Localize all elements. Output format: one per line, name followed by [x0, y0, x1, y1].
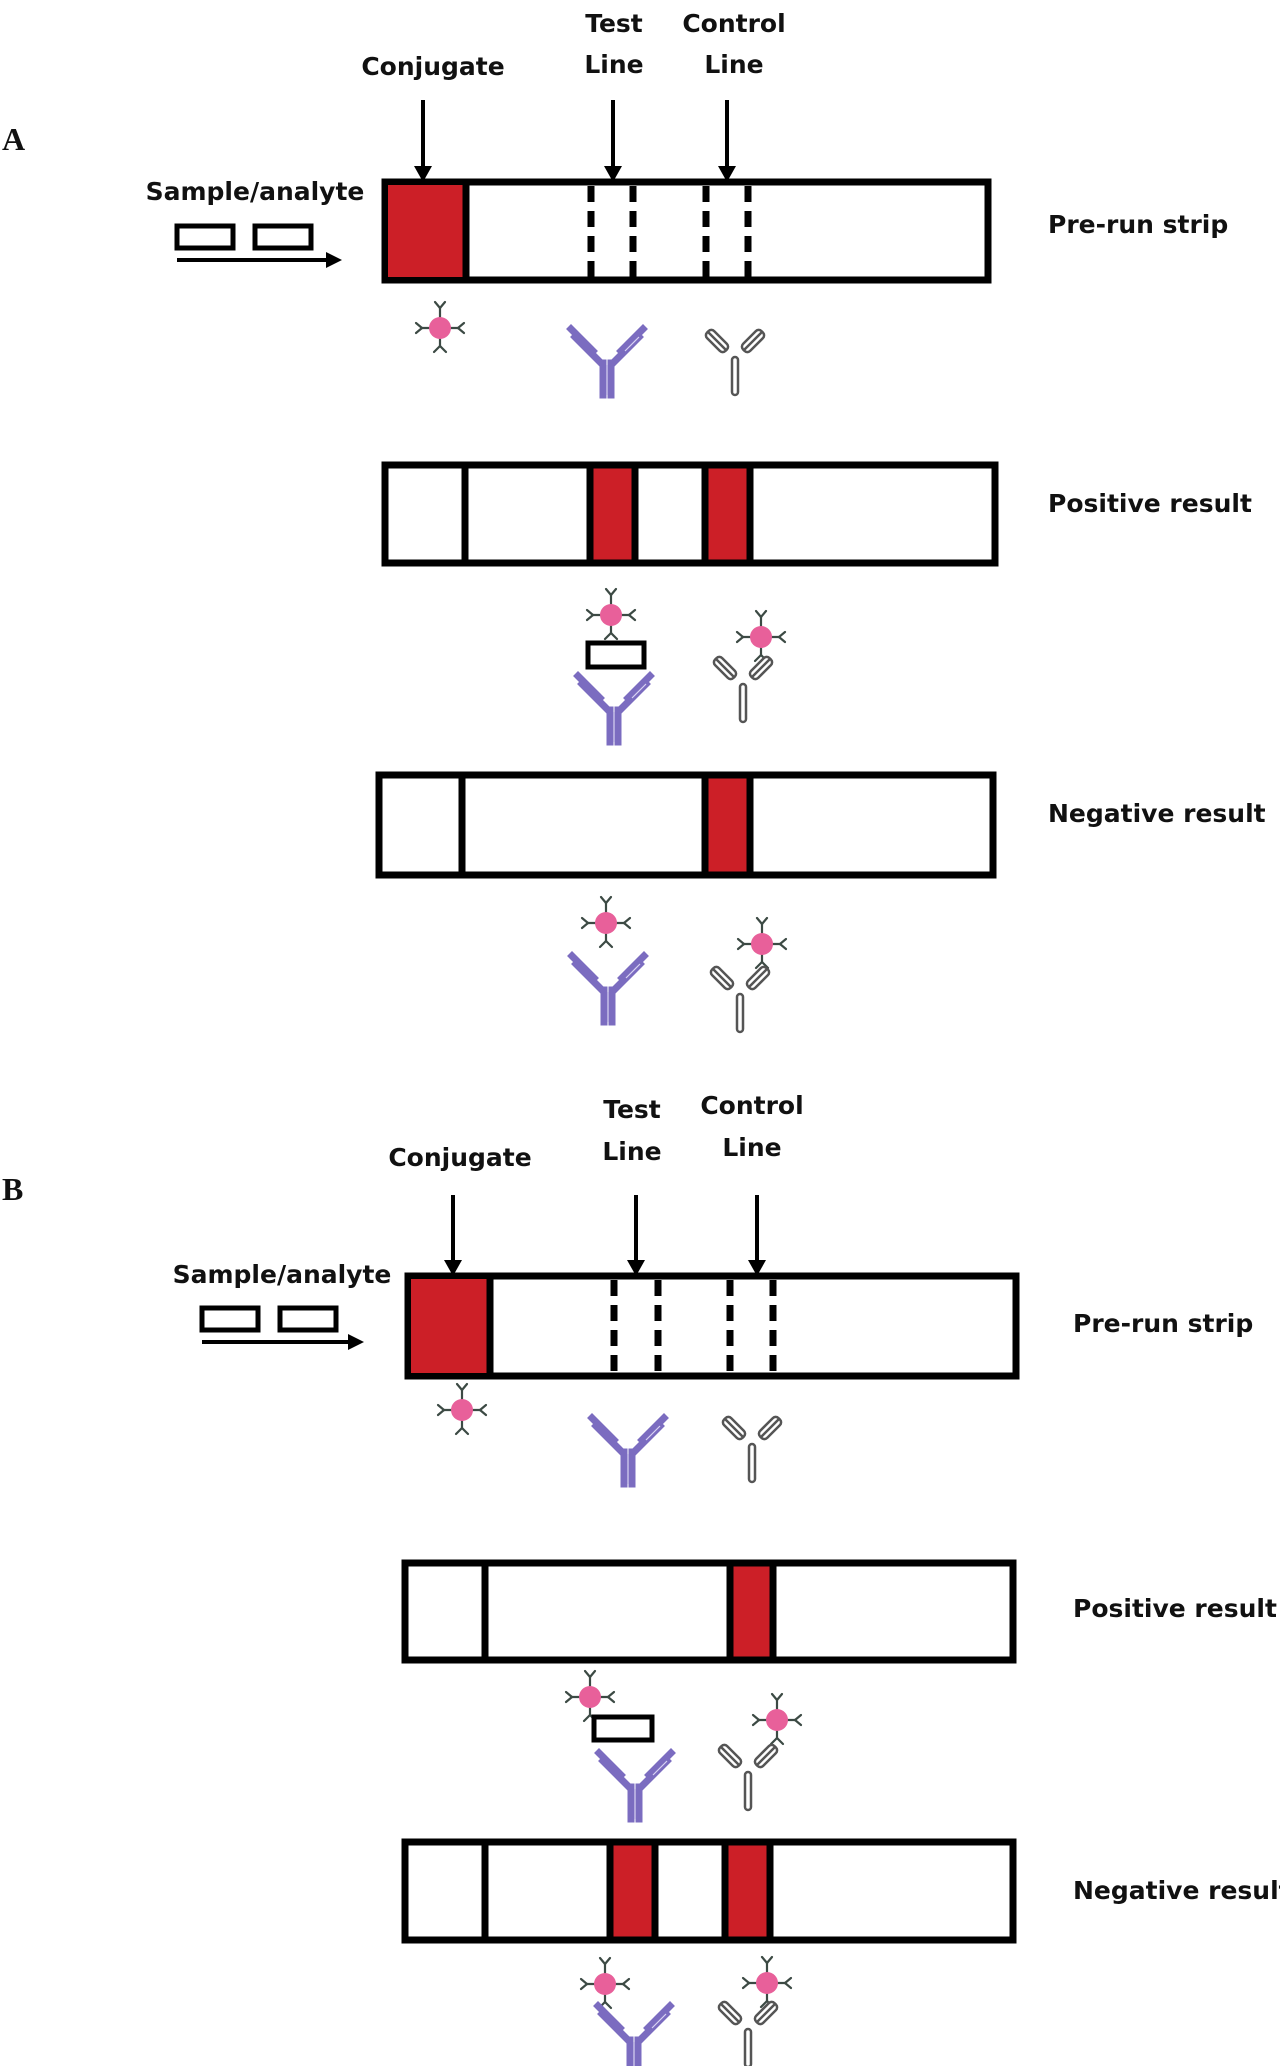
control-line-callout-line1: Control — [682, 9, 785, 38]
pre-run-strip — [381, 178, 992, 284]
test-antibody-icon — [572, 956, 644, 1022]
test-line-arrow — [627, 1195, 645, 1276]
analyte-icon — [585, 640, 647, 670]
conjugate-nanoparticle-icon — [736, 916, 788, 970]
control-line-band — [726, 1559, 777, 1664]
flow-direction-arrow — [177, 252, 342, 268]
test-antibody-icon — [599, 1753, 671, 1819]
test-antibody-icon — [578, 676, 650, 742]
positive-result-strip — [381, 461, 999, 567]
conjugate-nanoparticle-icon — [579, 1956, 631, 2010]
conjugate-nanoparticle-icon — [585, 587, 637, 641]
control-antibody-icon — [716, 1742, 780, 1812]
conjugate-nanoparticle-icon — [414, 300, 466, 354]
analyte-icon — [591, 1714, 655, 1743]
conjugate-nanoparticle-icon — [751, 1692, 803, 1746]
panel-label-b: B — [2, 1171, 23, 1207]
conjugate-callout: Conjugate — [361, 52, 504, 81]
analyte-icon — [277, 1305, 339, 1333]
control-antibody-icon — [708, 964, 772, 1034]
conjugate-nanoparticle-icon — [735, 609, 787, 663]
test-line-callout-line1: Test — [585, 9, 643, 38]
control-line-band — [701, 771, 754, 879]
strip-label: Negative result — [1073, 1876, 1280, 1905]
analyte-icon — [252, 223, 314, 251]
conjugate-nanoparticle-icon — [741, 1955, 793, 2009]
negative-result-strip — [375, 771, 997, 879]
strip-label: Pre-run strip — [1073, 1309, 1253, 1338]
conjugate-pad-band — [411, 1279, 489, 1373]
conjugate-arrow — [444, 1195, 462, 1276]
conjugate-nanoparticle-icon — [436, 1382, 488, 1436]
strip-label: Positive result — [1048, 489, 1252, 518]
conjugate-pad-band — [388, 185, 465, 277]
test-line-dashed — [610, 1280, 662, 1374]
control-line-dashed — [726, 1280, 777, 1374]
test-line-callout-line2: Line — [584, 50, 643, 79]
pre-run-strip — [404, 1272, 1020, 1380]
control-line-callout-line1: Control — [700, 1091, 803, 1120]
strip-label: Pre-run strip — [1048, 210, 1228, 239]
flow-direction-arrow — [202, 1334, 364, 1350]
control-line-callout-line2: Line — [722, 1133, 781, 1162]
positive-result-strip — [401, 1559, 1017, 1664]
panel-b: B Conjugate Test Line Control Line Sampl… — [2, 1091, 1280, 2066]
test-line-callout-line2: Line — [602, 1137, 661, 1166]
control-line-arrow — [718, 100, 736, 182]
panel-a: A Conjugate Test Line Control Line Sampl… — [2, 9, 1266, 1034]
control-line-band — [721, 1838, 774, 1944]
panel-label-a: A — [2, 121, 25, 157]
analyte-icon — [174, 223, 236, 251]
strip-label: Negative result — [1048, 799, 1266, 828]
test-antibody-icon — [571, 329, 643, 395]
test-antibody-icon — [592, 1418, 664, 1484]
conjugate-callout: Conjugate — [388, 1143, 531, 1172]
test-line-arrow — [604, 100, 622, 182]
test-line-callout-line1: Test — [603, 1095, 661, 1124]
test-antibody-icon — [598, 2006, 670, 2066]
control-line-callout-line2: Line — [704, 50, 763, 79]
control-line-band — [701, 461, 754, 567]
test-line-dashed — [587, 186, 637, 278]
negative-result-strip — [401, 1838, 1017, 1944]
analyte-icon — [199, 1305, 261, 1333]
conjugate-nanoparticle-icon — [580, 895, 632, 949]
strip-label: Positive result — [1073, 1594, 1277, 1623]
control-line-dashed — [702, 186, 752, 278]
sample-analyte-label: Sample/analyte — [146, 177, 365, 206]
conjugate-arrow — [414, 100, 432, 182]
test-line-band — [606, 1838, 659, 1944]
control-antibody-icon — [703, 327, 767, 397]
control-line-arrow — [748, 1195, 766, 1276]
sample-analyte-label: Sample/analyte — [173, 1260, 392, 1289]
control-antibody-icon — [720, 1414, 784, 1484]
control-antibody-icon — [716, 1999, 780, 2066]
control-antibody-icon — [711, 654, 775, 724]
test-line-band — [586, 461, 639, 567]
conjugate-nanoparticle-icon — [564, 1669, 616, 1723]
